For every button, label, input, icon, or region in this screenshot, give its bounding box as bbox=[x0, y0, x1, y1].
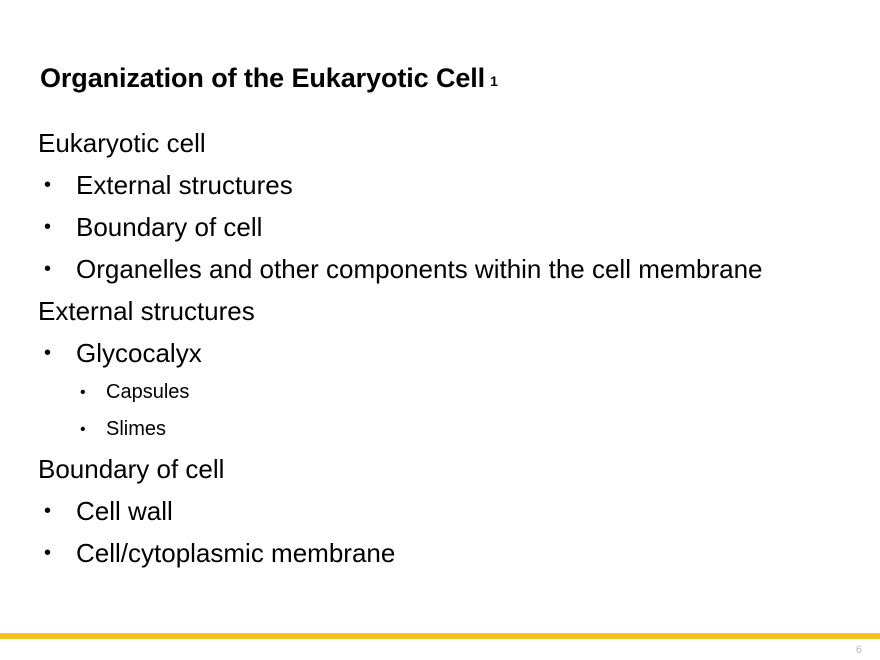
outline-item-text: Cell/cytoplasmic membrane bbox=[76, 538, 396, 568]
outline-item-text: Eukaryotic cell bbox=[38, 128, 206, 158]
bullet-icon: • bbox=[44, 342, 52, 364]
page-title-superscript: 1 bbox=[490, 73, 498, 90]
bullet-icon: • bbox=[44, 542, 52, 564]
outline-item-level-2: • Organelles and other components within … bbox=[38, 248, 858, 290]
footer-accent-rule bbox=[0, 633, 880, 639]
outline-item-level-2: • Cell/cytoplasmic membrane bbox=[38, 532, 858, 574]
outline-item-level-3: • Slimes bbox=[38, 411, 858, 448]
outline-item-level-2: • Cell wall bbox=[38, 490, 858, 532]
page-number: 6 bbox=[855, 644, 862, 656]
bullet-icon: • bbox=[80, 421, 86, 438]
outline-item-text: Cell wall bbox=[76, 496, 173, 526]
page-title-text: Organization of the Eukaryotic Cell bbox=[40, 63, 486, 94]
outline-item-level-2: • External structures bbox=[38, 164, 858, 206]
outline-item-level-3: • Capsules bbox=[38, 374, 858, 411]
outline-item-text: Boundary of cell bbox=[38, 454, 225, 484]
outline-item-text: External structures bbox=[76, 170, 293, 200]
bullet-icon: • bbox=[44, 174, 52, 196]
outline-item-text: External structures bbox=[38, 296, 255, 326]
outline-item-text: Capsules bbox=[106, 381, 190, 403]
outline-item-level-2: • Boundary of cell bbox=[38, 206, 858, 248]
outline-item-text: Slimes bbox=[106, 418, 167, 440]
outline-item-level-1: External structures bbox=[38, 290, 858, 332]
outline-item-text: Glycocalyx bbox=[76, 338, 202, 368]
outline-item-text: Boundary of cell bbox=[76, 212, 263, 242]
outline-item-level-1: Boundary of cell bbox=[38, 448, 858, 490]
bullet-icon: • bbox=[44, 500, 52, 522]
slide-body-list: Eukaryotic cell • External structures • Boun… bbox=[38, 122, 858, 574]
bullet-icon: • bbox=[80, 384, 86, 401]
outline-item-level-2: • Glycocalyx bbox=[38, 332, 858, 374]
outline-item-level-1: Eukaryotic cell bbox=[38, 122, 858, 164]
bullet-icon: • bbox=[44, 216, 52, 238]
bullet-icon: • bbox=[44, 258, 52, 280]
outline-item-text: Organelles and other components within t… bbox=[76, 254, 763, 284]
